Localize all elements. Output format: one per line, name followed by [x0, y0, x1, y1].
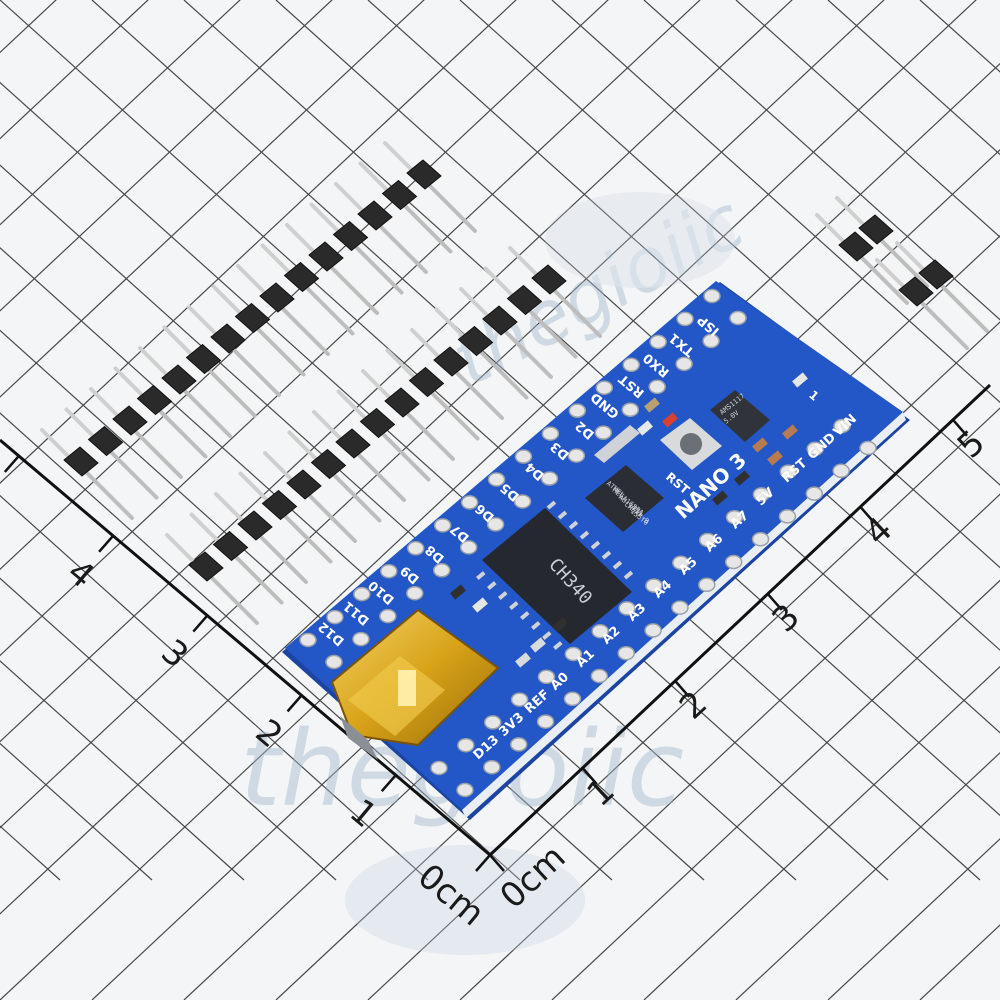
header-pin	[286, 469, 322, 500]
header-pin	[433, 346, 469, 377]
header-pin	[408, 366, 445, 398]
pin-header-long-1	[40, 141, 477, 520]
header-pin	[234, 302, 271, 334]
header-pin	[261, 489, 298, 521]
header-pin	[310, 448, 347, 480]
ruler-right-number: 5	[950, 422, 993, 466]
header-pin	[308, 241, 344, 272]
header-pin	[384, 387, 420, 418]
mini-usb-connector	[330, 608, 500, 760]
header-pin	[112, 405, 148, 436]
header-pin	[87, 425, 124, 457]
header-pin	[332, 220, 369, 252]
header-pin	[506, 284, 543, 316]
header-pin	[381, 179, 418, 211]
header-pin	[838, 231, 874, 262]
smd-components	[450, 372, 808, 668]
header-pin	[185, 343, 222, 375]
pin-headers	[40, 141, 989, 625]
pin-pads	[299, 288, 877, 798]
header-pin	[161, 364, 197, 395]
header-pin	[457, 325, 494, 357]
icsp-header-row-2	[875, 241, 989, 350]
header-pin	[918, 259, 954, 290]
header-pin	[482, 305, 518, 336]
watermark-logo	[345, 845, 585, 955]
header-pin	[210, 323, 246, 354]
header-pin	[188, 551, 224, 582]
reset-button	[660, 418, 722, 470]
header-pin	[898, 276, 934, 307]
header-pin	[283, 261, 320, 293]
ruler-right-number: 3	[765, 596, 808, 640]
header-pin	[136, 384, 173, 416]
header-pin	[335, 428, 371, 459]
header-pin	[212, 530, 249, 562]
ch340-chip: CH340	[476, 500, 634, 650]
ruler-right-number: 4	[857, 509, 900, 553]
header-pin	[406, 159, 442, 190]
header-pin	[858, 214, 894, 245]
header-pin	[357, 200, 393, 231]
header-pin	[259, 282, 295, 313]
header-pin	[237, 510, 273, 541]
ruler-left-number: 4	[59, 552, 101, 597]
header-pin	[531, 264, 567, 295]
watermark-logo-top	[545, 192, 735, 288]
icsp-header-row-1	[815, 196, 929, 305]
crystal	[594, 425, 640, 463]
pin-header-long-2	[165, 246, 602, 625]
header-pin	[63, 446, 99, 477]
header-pin	[359, 407, 396, 439]
